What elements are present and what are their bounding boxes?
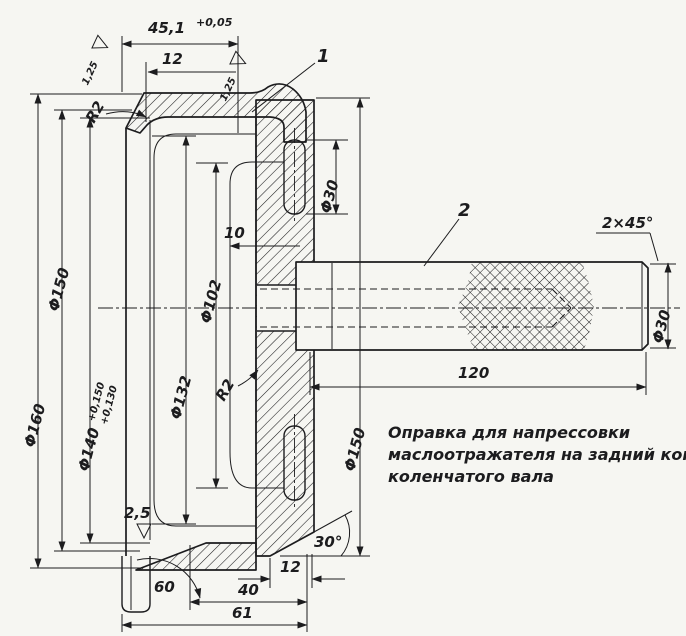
bore132-top-edge	[153, 133, 256, 159]
dim-rim-width-top: 12	[162, 50, 183, 68]
dim-land12: 12	[280, 558, 301, 576]
dim-len40: 40	[237, 581, 259, 599]
caption: Оправка для напрессовки маслоотражателя …	[388, 423, 686, 486]
dim-angle60: 60	[154, 578, 175, 596]
dim-angle30: 30°	[314, 533, 342, 551]
cup-section	[121, 83, 315, 613]
dim-len61: 61	[232, 604, 253, 622]
cup-bottom-wall-section	[135, 542, 257, 571]
caption-line-2: маслоотражателя на задний конец	[388, 445, 686, 464]
knurl-area	[458, 262, 594, 350]
hidden-bore-cone-top	[551, 288, 572, 309]
finish-value-bottom: 2,5	[124, 504, 151, 522]
dim-chamfer-shaft: 2×45°	[602, 214, 653, 232]
hidden-bore-cone-bottom	[551, 307, 572, 328]
caption-line-1: Оправка для напрессовки	[388, 423, 630, 442]
bore102-bottom-edge	[229, 451, 284, 489]
finish-mark-bottom: 2,5	[124, 504, 152, 540]
finish-triangle-icon	[136, 523, 152, 540]
bore132-bottom-edge	[153, 499, 256, 527]
dimension-lines	[30, 36, 676, 632]
shaft	[260, 261, 649, 351]
caption-line-3: коленчатого вала	[388, 467, 554, 486]
dim-depth-tolerance: +0,05	[196, 16, 233, 29]
finish-triangle-icon	[91, 34, 109, 49]
part-number-cup: 1	[317, 46, 330, 67]
part-number-shaft: 2	[458, 200, 471, 221]
dim-offset10: 10	[224, 224, 245, 242]
finish-triangle-icon	[229, 50, 247, 65]
dim-len-shaft: 120	[458, 364, 489, 382]
dim-depth-label: 45,1	[147, 19, 185, 37]
rim-bottom-lip	[121, 556, 151, 613]
bore102-top-edge	[229, 161, 284, 185]
